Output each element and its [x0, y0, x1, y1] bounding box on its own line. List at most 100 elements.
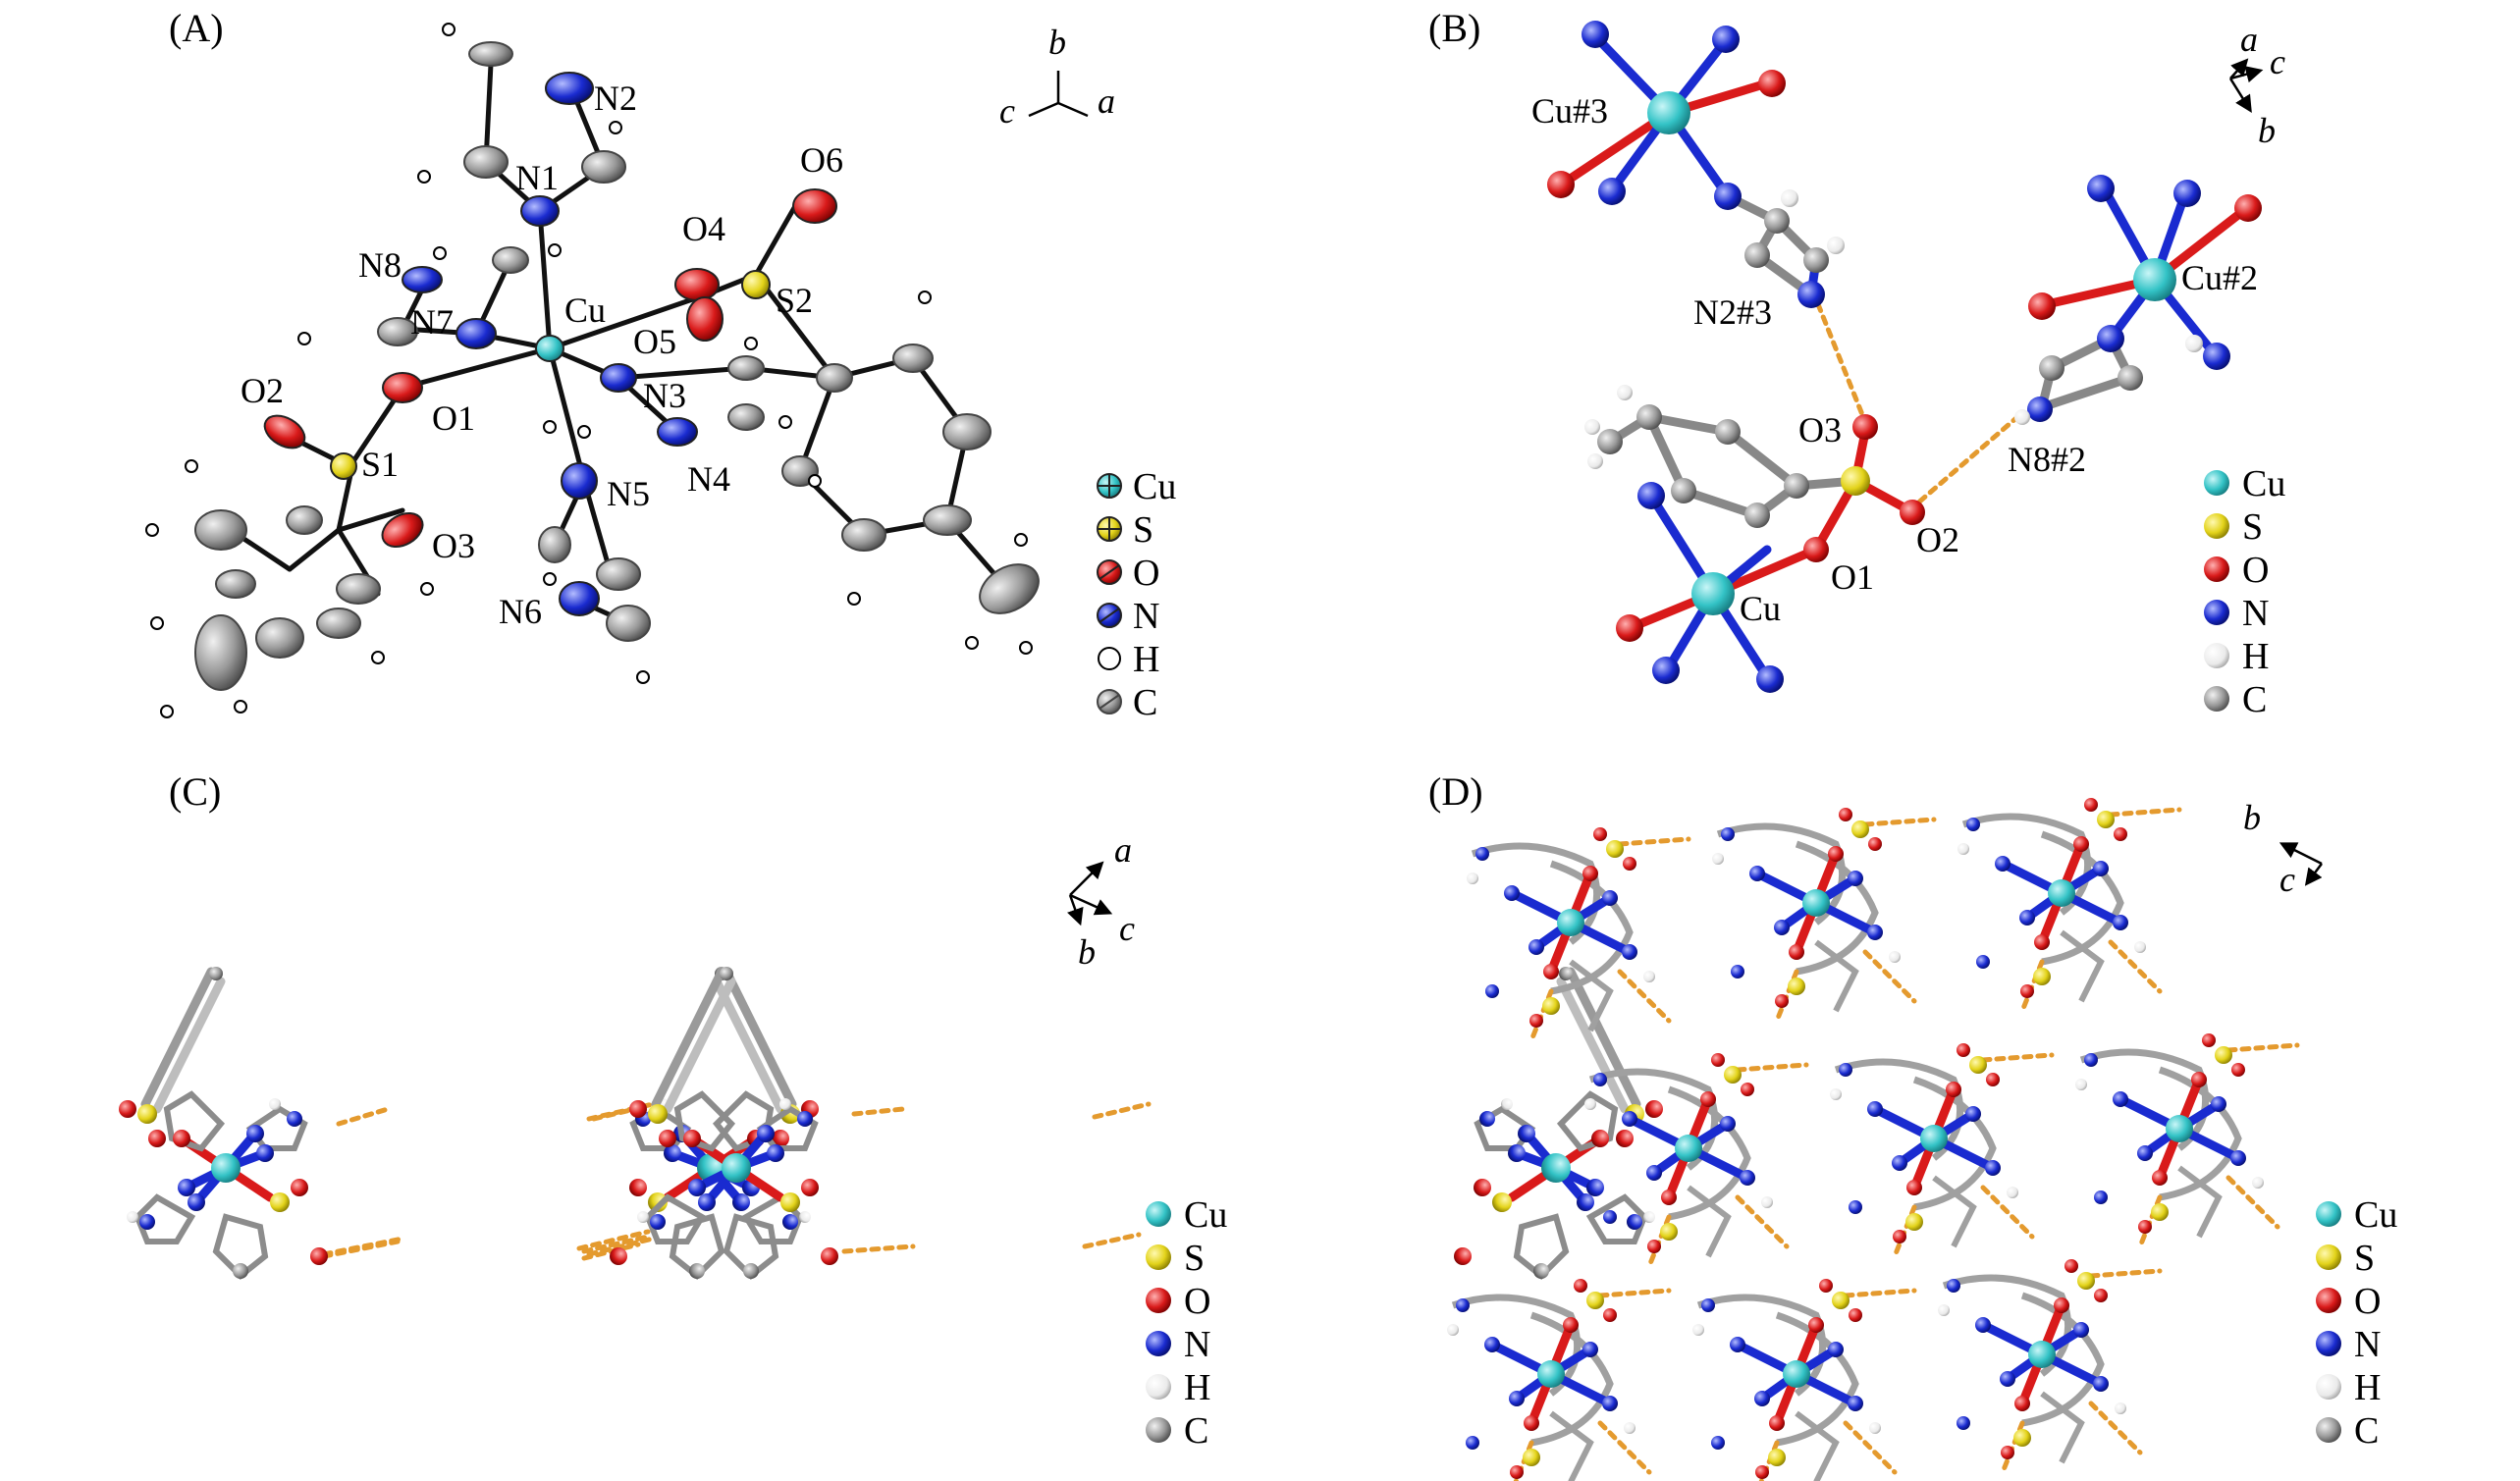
legend-item-h: H	[2316, 1367, 2381, 1408]
panel-a-letter: (A)	[169, 6, 224, 50]
legend-item-cu: Cu	[1097, 466, 1176, 507]
svg-text:N: N	[1133, 596, 1159, 637]
legend-item-h: H	[1146, 1367, 1210, 1408]
panel-a-legend: Cu S O N H C	[1097, 466, 1176, 723]
panel-d-unit	[1467, 827, 1691, 1043]
svg-text:O: O	[1184, 1281, 1210, 1322]
svg-text:S: S	[1133, 509, 1153, 551]
svg-text:S: S	[1184, 1238, 1205, 1279]
panel-c-letter: (C)	[169, 769, 221, 814]
panel-a-atoms	[145, 23, 1040, 718]
svg-text:H: H	[1133, 639, 1159, 680]
svg-text:H: H	[1184, 1367, 1210, 1408]
axis-b-label: b	[2243, 798, 2261, 837]
axis-c-label: c	[2270, 42, 2285, 81]
svg-text:C: C	[1133, 682, 1157, 723]
legend-item-n: N	[1097, 596, 1159, 637]
axis-a-label: a	[1114, 830, 1132, 870]
panel-c-legend: Cu S O N H C	[1146, 1194, 1227, 1452]
axis-b-label: b	[2258, 111, 2276, 150]
legend-item-c: C	[2204, 679, 2267, 720]
label-n2: N2	[594, 79, 637, 118]
label-o2: O2	[241, 371, 284, 410]
legend-item-cu: Cu	[2204, 463, 2285, 504]
svg-text:S: S	[2354, 1238, 2375, 1279]
legend-item-s: S	[2316, 1238, 2375, 1279]
svg-text:N: N	[2354, 1324, 2381, 1365]
panel-b-labels: Cu#3 N2#3 O3 O1 O2 N8#2 Cu#2 Cu	[1531, 91, 2258, 628]
label-o5: O5	[633, 322, 676, 361]
panel-b-hbonds	[1815, 301, 2020, 513]
axis-a-label: a	[1098, 81, 1115, 121]
panel-b-letter: (B)	[1428, 6, 1480, 50]
panel-b-legend: Cu S O N H C	[2204, 463, 2285, 720]
panel-d-unit-4	[1584, 1053, 1806, 1266]
legend-item-o: O	[2204, 550, 2269, 591]
panel-d-legend: Cu S O N H C	[2316, 1194, 2397, 1452]
svg-text:N: N	[2242, 593, 2269, 634]
label-o2: O2	[1916, 520, 1959, 559]
panel-d-unit-3	[1957, 798, 2179, 1011]
legend-item-n: N	[1146, 1324, 1210, 1365]
legend-item-o: O	[1146, 1281, 1210, 1322]
panel-d-unit-6	[2075, 1033, 2297, 1246]
panel-c-axes: a b c	[1067, 830, 1135, 972]
panel-c-hbonds	[321, 1101, 916, 1259]
axis-a-label: a	[2240, 20, 2258, 59]
svg-text:C: C	[1184, 1410, 1208, 1452]
panel-b-axes: a c b	[2228, 20, 2285, 150]
label-o1: O1	[1831, 557, 1874, 597]
axis-b-label: b	[1048, 23, 1066, 62]
svg-text:C: C	[2354, 1410, 2379, 1452]
panel-d-unit-2	[1712, 808, 1934, 1021]
legend-item-n: N	[2204, 593, 2269, 634]
panel-c: (C) a b c	[119, 769, 1663, 1452]
label-n8-2: N8#2	[2008, 440, 2086, 479]
label-cu3: Cu#3	[1531, 91, 1608, 131]
label-n6: N6	[499, 592, 542, 631]
panel-d-letter: (D)	[1428, 769, 1483, 814]
label-n5: N5	[607, 474, 650, 513]
legend-item-h: H	[1098, 639, 1159, 680]
svg-text:S: S	[2242, 506, 2263, 548]
svg-text:Cu: Cu	[1133, 466, 1176, 507]
panel-d-unit-8	[1692, 1279, 1914, 1481]
legend-item-n: N	[2316, 1324, 2381, 1365]
label-n8: N8	[358, 245, 402, 285]
svg-text:Cu: Cu	[2354, 1194, 2397, 1236]
label-s2: S2	[776, 281, 813, 320]
legend-item-s: S	[1097, 509, 1153, 551]
legend-item-cu: Cu	[1146, 1194, 1227, 1236]
label-o3: O3	[1798, 410, 1842, 450]
legend-item-s: S	[1146, 1238, 1205, 1279]
label-o3: O3	[432, 526, 475, 565]
legend-item-o: O	[1097, 553, 1159, 594]
panel-d-axes: b c	[2243, 798, 2323, 899]
panel-d-unit-5	[1830, 1043, 2052, 1256]
svg-text:Cu: Cu	[2242, 463, 2285, 504]
axis-c-label: c	[2279, 860, 2295, 899]
label-o1: O1	[432, 398, 475, 438]
legend-item-o: O	[2316, 1281, 2381, 1322]
label-cu: Cu	[564, 291, 606, 330]
panel-d-unit-7	[1447, 1279, 1669, 1481]
label-cu2: Cu#2	[2181, 258, 2258, 297]
label-n7: N7	[410, 302, 454, 342]
svg-text:H: H	[2242, 636, 2269, 677]
panel-a-labels: N2 N1 N8 N7 Cu O4 O6 S2 O5 O2 O1 N3 N4 S…	[241, 79, 843, 631]
label-n2-3: N2#3	[1693, 292, 1772, 332]
label-o4: O4	[682, 209, 725, 248]
label-cu: Cu	[1740, 589, 1781, 628]
panel-d: (D) b c	[1428, 769, 2397, 1481]
axis-b-label: b	[1078, 932, 1096, 972]
svg-text:C: C	[2242, 679, 2267, 720]
svg-text:O: O	[2242, 550, 2269, 591]
legend-item-c: C	[1097, 682, 1157, 723]
axis-c-label: c	[999, 91, 1015, 131]
label-o6: O6	[800, 140, 843, 180]
label-n3: N3	[643, 376, 686, 415]
panel-a-bonds	[228, 61, 1019, 626]
panel-a-axes: b c a	[999, 23, 1115, 131]
label-n1: N1	[515, 158, 559, 197]
panel-b-atoms	[1547, 21, 2262, 693]
